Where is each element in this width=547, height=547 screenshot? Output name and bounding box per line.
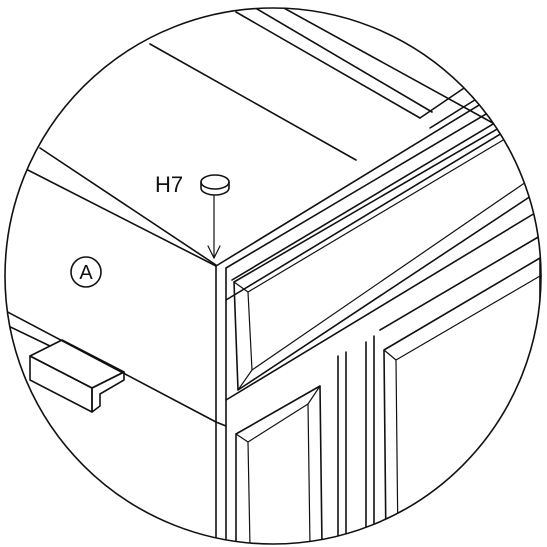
door-right bbox=[379, 235, 541, 544]
hardware-callout: H7 bbox=[155, 172, 230, 259]
hardware-label: H7 bbox=[155, 172, 183, 197]
door-left bbox=[235, 385, 323, 544]
part-label: A bbox=[79, 262, 93, 284]
down-arrow-icon bbox=[207, 195, 221, 259]
cam-plug-icon bbox=[200, 174, 230, 196]
side-bracket bbox=[29, 339, 125, 413]
part-label-circle bbox=[70, 256, 102, 288]
front-edge bbox=[215, 79, 531, 544]
part-label-callout: A bbox=[70, 256, 102, 288]
door-stile bbox=[337, 335, 375, 544]
top-panel bbox=[19, 8, 541, 267]
drawer-front bbox=[225, 95, 541, 401]
magnifier-outline bbox=[4, 7, 542, 545]
